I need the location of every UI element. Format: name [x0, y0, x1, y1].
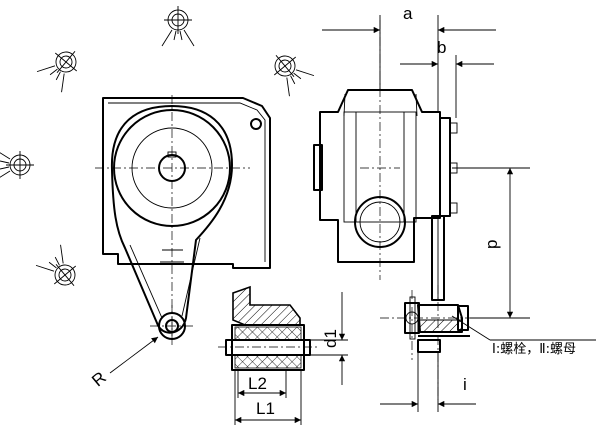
- radius-label: R: [88, 368, 110, 390]
- p-label: p: [482, 240, 501, 249]
- i-label: i: [463, 375, 467, 394]
- a-b-dimensions: a b: [322, 4, 496, 118]
- length-dimensions: L2 L1: [234, 370, 302, 425]
- i-dimension: i: [380, 352, 476, 412]
- radius-dimension: R: [88, 336, 159, 390]
- gearbox-side-view: [313, 20, 485, 400]
- a-label: a: [403, 4, 413, 23]
- b-label: b: [437, 38, 446, 57]
- rubber-bushing-section: [218, 285, 318, 371]
- bolt-nut-note-text: Ⅰ:螺栓，Ⅱ:螺母: [492, 342, 576, 357]
- d1-dimension: d1: [310, 292, 348, 385]
- L1-label: L1: [256, 399, 275, 418]
- d1-label: d1: [321, 329, 340, 348]
- gearbox-front-view: [95, 95, 271, 345]
- bolt-nut-note: Ⅰ:螺栓，Ⅱ:螺母: [451, 315, 596, 357]
- L2-label: L2: [248, 374, 267, 393]
- mounting-position-icon: [0, 5, 315, 297]
- p-dimension: p: [452, 167, 530, 319]
